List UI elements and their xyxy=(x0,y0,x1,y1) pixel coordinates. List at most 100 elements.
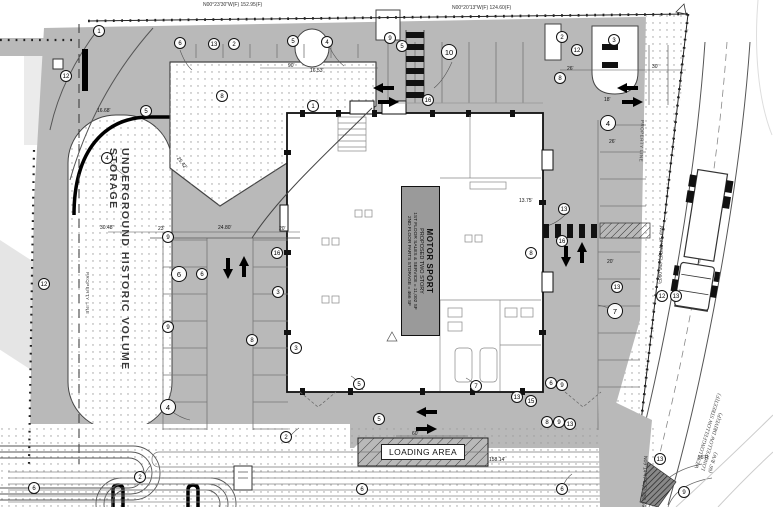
keynote-bubble: 2 xyxy=(228,38,240,50)
keynote-bubble: 2 xyxy=(134,471,146,483)
dimension-label: 18' xyxy=(604,97,611,103)
arrow-left-icon xyxy=(416,407,437,417)
dimension-label: 60' xyxy=(412,431,419,437)
keynote-bubble: 6 xyxy=(171,266,187,282)
keynote-bubble: 1 xyxy=(93,25,105,37)
keynote-bubble: 9 xyxy=(678,486,690,498)
keynote-bubble: 5 xyxy=(396,40,408,52)
keynote-bubble: 13 xyxy=(654,453,666,465)
pavement-wedge xyxy=(598,394,652,507)
building-second-floor: 2ND FLOOR PARTS STORAGE = 466 SF xyxy=(406,216,412,306)
arrow-up-icon xyxy=(577,242,587,263)
keynote-bubble: 16 xyxy=(422,94,434,106)
dimension-label: 158.14' xyxy=(489,457,506,463)
keynote-bubble: 10 xyxy=(441,44,457,60)
keynote-bubble: 13 xyxy=(511,391,523,403)
dimension-label: 26' xyxy=(567,66,574,72)
keynote-bubble: 9 xyxy=(556,379,568,391)
arrow-left-icon xyxy=(617,83,638,93)
arrow-right-icon xyxy=(622,97,643,107)
building-first-floor: 1ST FLOOR SALES & SERVICE = 11,002 SF xyxy=(412,212,418,310)
keynote-bubble: 12 xyxy=(60,70,72,82)
keynote-bubble: 12 xyxy=(656,290,668,302)
dimension-label: 20' xyxy=(279,226,286,232)
dimension-label: 23' xyxy=(158,226,165,232)
building-interior xyxy=(299,115,602,408)
keynote-bubble: 8 xyxy=(246,334,258,346)
keynote-bubble: 6 xyxy=(356,483,368,495)
property-line-label-west: PROPERTY LINE xyxy=(85,272,90,315)
keynote-bubble: 12 xyxy=(571,44,583,56)
keynote-bubble: 15 xyxy=(525,395,537,407)
keynote-bubble: 4 xyxy=(321,36,333,48)
pad-detail xyxy=(238,471,248,479)
keynote-bubble: 8 xyxy=(554,72,566,84)
crosswalk-east xyxy=(543,222,651,239)
keynote-bubble: 13 xyxy=(670,290,682,302)
arrow-down-icon xyxy=(223,258,233,279)
keynote-bubble: 3 xyxy=(272,286,284,298)
keynote-bubble: 4 xyxy=(160,399,176,415)
dimension-label: 90' xyxy=(288,63,295,69)
building-label-box: MOTOR SPORT PROPOSED TWO STORY 1ST FLOOR… xyxy=(401,186,440,336)
dimension-label: 16.68' xyxy=(97,108,111,114)
arrow-up-icon xyxy=(239,256,249,277)
keynote-bubble: 4 xyxy=(101,152,113,164)
dimension-label: 30' xyxy=(652,64,659,70)
keynote-bubble: 9 xyxy=(162,231,174,243)
keynote-bubble: 16 xyxy=(556,235,568,247)
keynote-bubble: 13 xyxy=(611,281,623,293)
arrow-right-icon xyxy=(378,97,399,107)
dimension-label: 30.48' xyxy=(100,225,114,231)
dimension-label: 20' xyxy=(607,259,614,265)
underground-storage-label: UNDERGROUND HISTORIC VOLUME STORAGE xyxy=(107,148,131,371)
keynote-bubble: 6 xyxy=(196,268,208,280)
boundary-lines xyxy=(0,3,690,507)
keynote-bubble: 12 xyxy=(38,278,50,290)
dimension-label: 24.80' xyxy=(218,225,232,231)
traffic-flow-arrows xyxy=(223,83,643,434)
dark-hatch-island xyxy=(639,461,677,507)
bearing-label-top-left: N00°23'30"W(F) 152.95(F) xyxy=(203,2,263,8)
drive-stub xyxy=(0,38,46,56)
keynote-bubble: 13 xyxy=(558,203,570,215)
dimension-label: 26' xyxy=(609,139,616,145)
keynote-bubble: 2 xyxy=(280,431,292,443)
landscape-islands xyxy=(0,9,690,507)
building-name: MOTOR SPORT xyxy=(425,228,435,294)
utility-pad xyxy=(52,58,64,70)
keynote-bubble: 5 xyxy=(140,105,152,117)
dimension-label: 16.53' xyxy=(310,68,324,74)
keynote-bubble: 3 xyxy=(290,342,302,354)
keynote-bubble: 8 xyxy=(525,247,537,259)
keynote-bubble: 3 xyxy=(608,34,620,46)
curb-radius-label: 25'R xyxy=(698,455,709,461)
keynote-bubble: 7 xyxy=(607,303,623,319)
loading-area-label: LOADING AREA xyxy=(381,444,465,460)
keynote-bubble: 6 xyxy=(28,482,40,494)
truck-icon xyxy=(670,168,734,312)
arrow-left-icon xyxy=(373,83,394,93)
keynote-bubble: 2 xyxy=(556,31,568,43)
keynote-bubble: 1 xyxy=(307,100,319,112)
arrow-down-icon xyxy=(561,246,571,267)
arrow-right-icon xyxy=(416,424,437,434)
keynote-bubble: 6 xyxy=(174,37,186,49)
keynote-bubble: 7 xyxy=(470,380,482,392)
dimension-label: 13.75' xyxy=(519,198,533,204)
keynote-bubble: 4 xyxy=(600,115,616,131)
keynote-bubble: 5 xyxy=(373,413,385,425)
keynote-bubble: 5 xyxy=(353,378,365,390)
building-storys: PROPOSED TWO STORY xyxy=(418,228,425,294)
keynote-bubble: 6 xyxy=(556,483,568,495)
keynote-bubble: 8 xyxy=(216,90,228,102)
keynote-bubble: 16 xyxy=(271,247,283,259)
keynote-bubble: 9 xyxy=(162,321,174,333)
keynote-bubble: 9 xyxy=(384,32,396,44)
keynote-bubble: 13 xyxy=(564,418,576,430)
keynote-bubble: 13 xyxy=(208,38,220,50)
sign-post-bar xyxy=(82,49,88,91)
keynote-bubble: 8 xyxy=(541,416,553,428)
keynote-bubble: 5 xyxy=(287,35,299,47)
bearing-label-top-right: N00°20'13"W(F) 124.60(F) xyxy=(452,5,512,11)
